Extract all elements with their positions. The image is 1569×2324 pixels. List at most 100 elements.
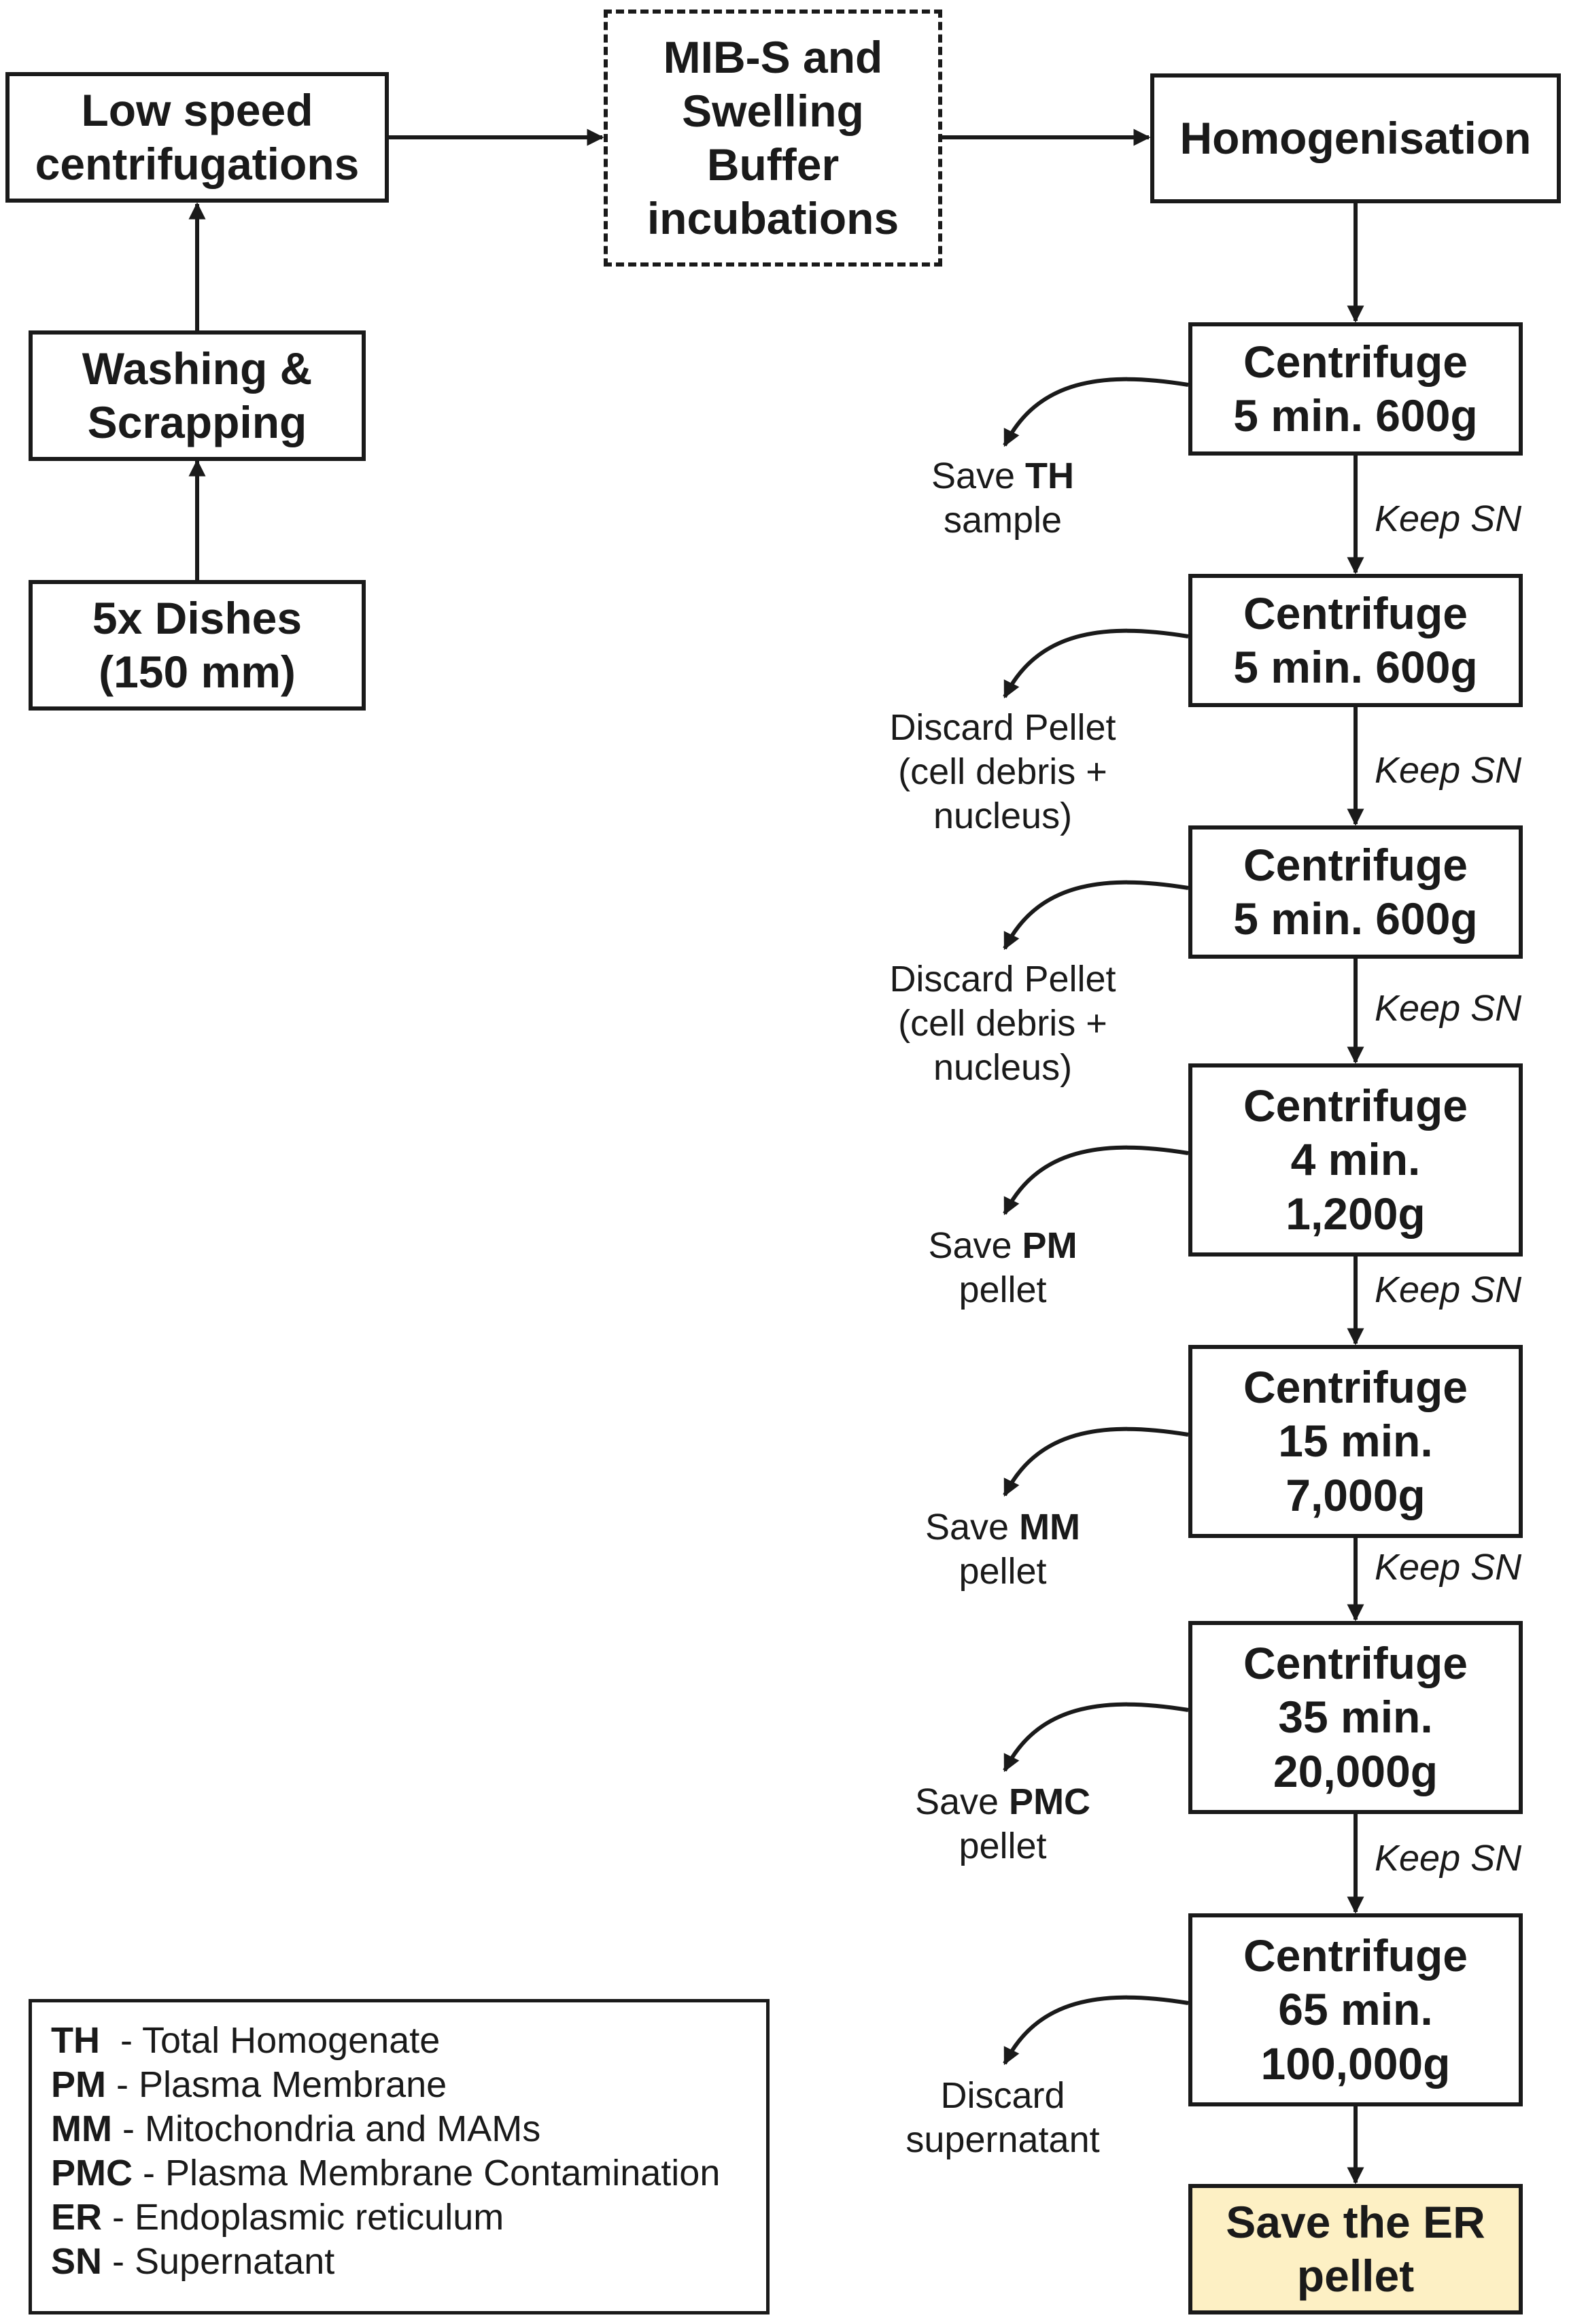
- step-5-line-2: 15 min.: [1278, 1416, 1433, 1467]
- step-6-note-pre: Save: [914, 1781, 1010, 1822]
- low-speed-box: Low speed centrifugations: [5, 72, 389, 203]
- centrifuge-step-4: Centrifuge 4 min. 1,200g: [1188, 1063, 1523, 1257]
- step-4-note-pre: Save: [928, 1225, 1022, 1266]
- legend-entry: SN - Supernatant: [51, 2240, 747, 2284]
- step-3-note-rest-2: nucleus): [933, 1046, 1073, 1088]
- step-7-line-3: 100,000g: [1260, 2038, 1451, 2089]
- step-2-note-pre: Discard Pellet: [889, 707, 1116, 748]
- dishes-box: 5x Dishes (150 mm): [29, 580, 366, 711]
- legend-desc: - Total Homogenate: [99, 2020, 441, 2061]
- step-1-line-1: Centrifuge: [1243, 336, 1468, 387]
- final-er-pellet-box: Save the ER pellet: [1188, 2184, 1523, 2314]
- legend-entry: MM - Mitochondria and MAMs: [51, 2107, 747, 2151]
- step-5-note-bold: MM: [1019, 1507, 1081, 1548]
- centrifuge-step-2: Centrifuge 5 min. 600g: [1188, 574, 1523, 707]
- side-arrow-1: [1003, 377, 1189, 447]
- side-arrow-2: [1003, 628, 1189, 699]
- keep-sn-2: Keep SN: [1375, 750, 1522, 791]
- step-3-note-pre: Discard Pellet: [889, 959, 1116, 999]
- side-arrow-6: [1003, 1702, 1189, 1773]
- legend-entry: PMC - Plasma Membrane Contamination: [51, 2151, 747, 2195]
- step-3-note: Discard Pellet (cell debris + nucleus): [889, 957, 1116, 1089]
- keep-sn-6: Keep SN: [1375, 1838, 1522, 1879]
- side-arrow-7: [1003, 1995, 1189, 2066]
- dishes-line-1: 5x Dishes: [92, 592, 303, 643]
- step-5-note-pre: Save: [925, 1507, 1020, 1548]
- step-6-note-bold: PMC: [1009, 1781, 1091, 1822]
- step-5-note-rest-1: pellet: [959, 1550, 1047, 1592]
- centrifuge-step-3: Centrifuge 5 min. 600g: [1188, 825, 1523, 959]
- step-1-note-bold: TH: [1025, 456, 1075, 496]
- step-3-line-2: 5 min. 600g: [1233, 893, 1478, 944]
- final-line-1: Save the ER: [1226, 2196, 1485, 2247]
- step-4-line-2: 4 min.: [1290, 1134, 1421, 1185]
- step-5-note: Save MM pellet: [925, 1505, 1080, 1594]
- incubation-line-3: Buffer: [706, 139, 840, 190]
- step-1-note-pre: Save: [931, 456, 1026, 496]
- homogenisation-box: Homogenisation: [1150, 73, 1561, 203]
- low-speed-line-1: Low speed: [81, 84, 313, 135]
- keep-sn-3: Keep SN: [1375, 988, 1522, 1029]
- abbreviation-legend: TH - Total Homogenate PM - Plasma Membra…: [29, 1999, 770, 2314]
- final-line-2: pellet: [1296, 2251, 1415, 2301]
- homogenisation-label: Homogenisation: [1179, 112, 1532, 163]
- step-7-line-1: Centrifuge: [1243, 1930, 1468, 1981]
- step-2-note-rest-2: nucleus): [933, 795, 1073, 836]
- step-2-note-rest-1: (cell debris +: [898, 751, 1107, 792]
- dishes-line-2: (150 mm): [99, 647, 296, 697]
- legend-desc: - Plasma Membrane: [106, 2064, 447, 2105]
- step-2-note: Discard Pellet (cell debris + nucleus): [889, 706, 1116, 838]
- incubation-box: MIB-S and Swelling Buffer incubations: [604, 10, 942, 267]
- centrifuge-step-1: Centrifuge 5 min. 600g: [1188, 322, 1523, 456]
- incubation-line-4: incubations: [646, 193, 899, 244]
- side-arrow-4: [1003, 1145, 1189, 1216]
- legend-desc: - Supernatant: [102, 2241, 335, 2282]
- step-1-note-rest-1: sample: [943, 499, 1063, 541]
- step-7-note: Discard supernatant: [906, 2074, 1099, 2162]
- keep-sn-5: Keep SN: [1375, 1547, 1522, 1588]
- step-6-line-3: 20,000g: [1273, 1745, 1438, 1796]
- washing-line-2: Scrapping: [87, 397, 307, 447]
- step-4-note-bold: PM: [1022, 1225, 1077, 1266]
- step-6-line-2: 35 min.: [1278, 1692, 1433, 1743]
- washing-line-1: Washing &: [82, 343, 313, 394]
- washing-box: Washing & Scrapping: [29, 330, 366, 461]
- legend-abbr: MM: [51, 2108, 112, 2149]
- legend-abbr: PMC: [51, 2153, 133, 2193]
- step-4-note: Save PM pellet: [928, 1224, 1077, 1312]
- side-arrow-3: [1003, 880, 1189, 951]
- step-3-note-rest-1: (cell debris +: [898, 1002, 1107, 1044]
- keep-sn-1: Keep SN: [1375, 498, 1522, 539]
- step-1-line-2: 5 min. 600g: [1233, 390, 1478, 441]
- centrifuge-step-6: Centrifuge 35 min. 20,000g: [1188, 1621, 1523, 1814]
- legend-abbr: PM: [51, 2064, 106, 2105]
- legend-entry: TH - Total Homogenate: [51, 2019, 747, 2063]
- legend-abbr: SN: [51, 2241, 103, 2282]
- keep-sn-4: Keep SN: [1375, 1269, 1522, 1310]
- step-4-line-1: Centrifuge: [1243, 1080, 1468, 1131]
- step-3-line-1: Centrifuge: [1243, 839, 1468, 890]
- step-6-note: Save PMC pellet: [915, 1780, 1090, 1868]
- legend-desc: - Endoplasmic reticulum: [102, 2197, 504, 2238]
- step-6-line-1: Centrifuge: [1243, 1638, 1468, 1689]
- legend-desc: - Mitochondria and MAMs: [111, 2108, 541, 2149]
- step-5-line-3: 7,000g: [1286, 1469, 1426, 1520]
- incubation-line-1: MIB-S and: [663, 31, 883, 82]
- legend-entry: ER - Endoplasmic reticulum: [51, 2195, 747, 2240]
- step-5-line-1: Centrifuge: [1243, 1362, 1468, 1413]
- step-4-note-rest-1: pellet: [959, 1269, 1047, 1310]
- step-7-note-pre: Discard: [940, 2075, 1065, 2116]
- legend-entry: PM - Plasma Membrane: [51, 2063, 747, 2107]
- step-2-line-2: 5 min. 600g: [1233, 642, 1478, 692]
- step-1-note: Save TH sample: [931, 454, 1074, 543]
- low-speed-line-2: centrifugations: [35, 139, 360, 189]
- step-7-line-2: 65 min.: [1278, 1984, 1433, 2035]
- centrifuge-step-7: Centrifuge 65 min. 100,000g: [1188, 1913, 1523, 2106]
- step-6-note-rest-1: pellet: [959, 1825, 1047, 1866]
- step-4-line-3: 1,200g: [1286, 1188, 1426, 1239]
- legend-abbr: TH: [51, 2020, 100, 2061]
- side-arrow-5: [1003, 1426, 1189, 1497]
- legend-abbr: ER: [51, 2197, 103, 2238]
- centrifuge-step-5: Centrifuge 15 min. 7,000g: [1188, 1345, 1523, 1538]
